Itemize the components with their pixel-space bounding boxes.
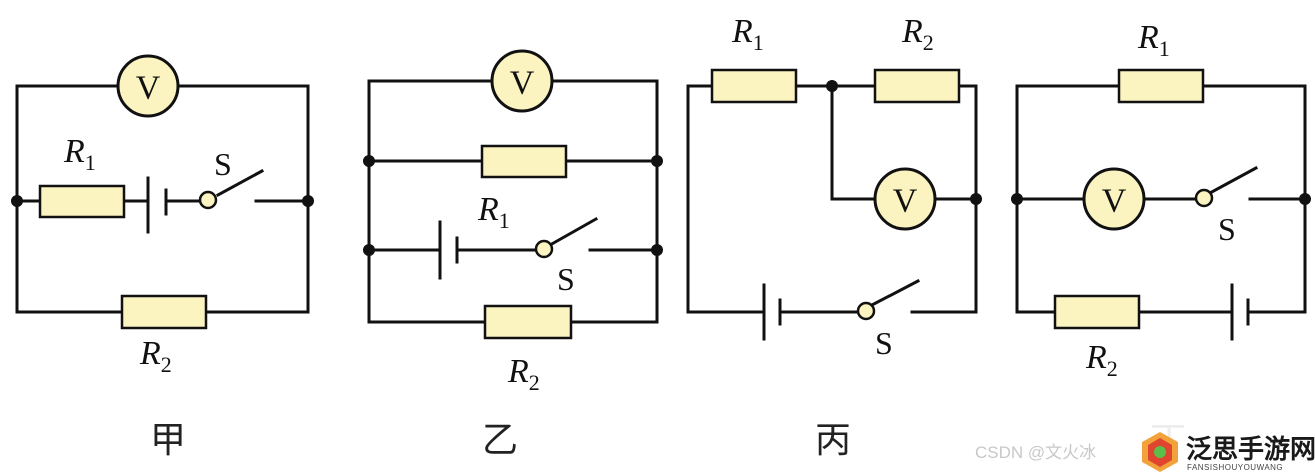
jia-voltmeter-label: V [136, 70, 161, 107]
bing-resistor-r2 [873, 68, 961, 104]
jia-r1-label: R1 [63, 133, 96, 175]
yi-resistor-top [480, 144, 568, 179]
ding-r1-label: R1 [1137, 19, 1170, 61]
bing-junction-right [970, 193, 982, 205]
circuit-ding: V R1 S R2 丁 [1011, 19, 1311, 461]
logo-subtitle: FANSISHOUYOUWANG [1187, 463, 1283, 472]
site-logo: 泛思手游网 FANSISHOUYOUWANG [1120, 420, 1315, 475]
yi-junction-tl [363, 155, 375, 167]
yi-wires [367, 79, 659, 324]
yi-junction-tr [651, 155, 663, 167]
yi-junction-ml [363, 244, 375, 256]
bing-r1-label: R1 [731, 13, 764, 55]
yi-r2-label: R2 [507, 353, 540, 395]
ding-wires [1015, 84, 1307, 314]
bing-switch-pivot [856, 301, 876, 321]
ding-switch-label: S [1218, 211, 1236, 247]
ding-junction-right [1299, 193, 1311, 205]
circuit-bing: V R1 R2 S 丙 [686, 13, 982, 461]
bing-voltmeter [873, 167, 937, 231]
circuit-jia: V R1 S R2 甲 [11, 54, 314, 461]
bing-voltmeter-label: V [893, 183, 918, 220]
ding-resistor-r1 [1117, 68, 1205, 104]
bing-junction-top [826, 80, 838, 92]
jia-resistor-r2 [120, 294, 208, 330]
yi-voltmeter [490, 49, 554, 113]
yi-switch-label: S [557, 261, 575, 297]
logo-title: 泛思手游网 [1186, 435, 1315, 465]
jia-voltmeter [116, 54, 180, 118]
yi-caption: 乙 [482, 420, 518, 461]
jia-junction-left [11, 195, 23, 207]
logo-badge-icon [1142, 432, 1178, 472]
ding-junction-left [1011, 193, 1023, 205]
ding-resistor-r2 [1053, 294, 1141, 330]
yi-switch-pivot [534, 239, 554, 259]
jia-resistor-r1 [38, 184, 126, 219]
bing-resistor-r1 [710, 68, 798, 104]
jia-switch-label: S [214, 146, 232, 182]
jia-r2-label: R2 [139, 335, 172, 377]
yi-r1-label: R1 [477, 191, 510, 233]
yi-voltmeter-label: V [510, 65, 535, 102]
jia-wires [15, 84, 310, 314]
bing-r2-label: R2 [901, 13, 934, 55]
csdn-watermark: CSDN @文火冰 [975, 443, 1096, 462]
jia-caption: 甲 [150, 420, 186, 461]
ding-voltmeter [1082, 167, 1146, 231]
ding-switch-pivot [1194, 188, 1214, 208]
jia-switch-pivot [198, 190, 218, 210]
circuit-yi: V R1 S R2 乙 [363, 49, 663, 461]
ding-r2-label: R2 [1085, 339, 1118, 381]
yi-junction-mr [651, 244, 663, 256]
bing-caption: 丙 [815, 420, 851, 461]
bing-switch-label: S [875, 325, 893, 361]
ding-voltmeter-label: V [1102, 183, 1127, 220]
jia-junction-right [302, 195, 314, 207]
yi-resistor-bottom [483, 304, 573, 340]
